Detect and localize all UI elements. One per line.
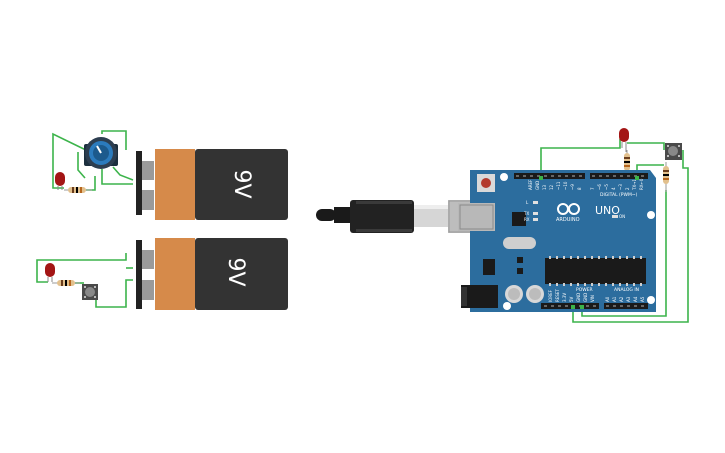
crystal — [503, 237, 536, 249]
digital-header-right — [590, 173, 648, 179]
wire[interactable] — [627, 142, 665, 150]
arduino-logo: ARDUINO — [556, 203, 580, 223]
brand-label: ARDUINO — [556, 217, 580, 223]
arduino-uno-board[interactable]: L TX RX ON AREF GND 13 12 ~11 ~10 ~9 8 7… — [458, 170, 656, 312]
power-jack — [461, 285, 498, 308]
microcontroller-chip — [545, 258, 646, 284]
svg-text:RX←0: RX←0 — [639, 178, 644, 190]
battery-label: 9V — [229, 169, 254, 198]
analog-header-label: ANALOG IN — [614, 287, 639, 293]
power-pin-labels: IOREF RESET 3.3V 5V GND GND VIN — [548, 289, 595, 302]
svg-text:A5: A5 — [640, 296, 645, 302]
svg-text:TX→1: TX→1 — [632, 178, 637, 191]
svg-text:RESET: RESET — [555, 289, 560, 302]
bottom-circuit — [36, 253, 133, 308]
digital-header-label: DIGITAL (PWM~) — [600, 192, 638, 198]
svg-text:~11: ~11 — [556, 181, 561, 190]
resistor[interactable] — [52, 280, 80, 286]
wire[interactable] — [77, 152, 86, 179]
svg-text:GND: GND — [583, 293, 588, 302]
svg-text:A4: A4 — [633, 296, 638, 302]
analog-header — [604, 303, 648, 309]
top-circuit — [52, 130, 134, 193]
push-button[interactable] — [665, 143, 682, 160]
svg-text:A0: A0 — [605, 296, 610, 302]
push-button[interactable] — [82, 284, 98, 300]
wire[interactable] — [86, 176, 96, 191]
svg-text:A2: A2 — [619, 296, 624, 302]
led[interactable] — [55, 172, 65, 190]
battery-label: 9V — [223, 257, 248, 286]
svg-text:13: 13 — [542, 184, 547, 190]
svg-text:~3: ~3 — [618, 184, 623, 190]
led-l-label: L — [526, 200, 529, 205]
battery-9v[interactable]: 9V — [136, 238, 288, 310]
wire[interactable] — [101, 130, 127, 150]
svg-text:12: 12 — [549, 184, 554, 190]
wire[interactable] — [572, 150, 689, 323]
gnd-label: GND — [535, 181, 540, 190]
svg-text:~6: ~6 — [597, 184, 602, 190]
resistor[interactable] — [663, 162, 669, 192]
svg-text:5V: 5V — [569, 296, 574, 302]
power-header — [541, 303, 599, 309]
svg-text:A3: A3 — [626, 296, 631, 302]
wire[interactable] — [581, 190, 667, 317]
svg-text:IOREF: IOREF — [548, 289, 553, 302]
svg-text:~10: ~10 — [563, 181, 568, 190]
resistor[interactable] — [624, 150, 630, 178]
svg-text:A1: A1 — [612, 296, 617, 302]
svg-text:4: 4 — [611, 187, 616, 190]
led[interactable] — [619, 128, 629, 152]
wire[interactable] — [36, 253, 127, 283]
svg-text:VIN: VIN — [590, 295, 595, 302]
wire[interactable] — [101, 169, 133, 185]
wire[interactable] — [95, 279, 133, 308]
svg-text:~5: ~5 — [604, 184, 609, 190]
tx-label: TX — [523, 211, 529, 216]
digital-pin-labels: 13 12 ~11 ~10 ~9 8 7 ~6 ~5 4 ~3 2 TX→1 R… — [542, 178, 644, 191]
svg-text:7: 7 — [590, 187, 595, 190]
reset-button[interactable] — [477, 174, 495, 192]
battery-9v[interactable]: 9V — [136, 149, 288, 220]
led[interactable] — [45, 263, 55, 282]
svg-text:3.3V: 3.3V — [562, 293, 567, 302]
power-header-label: POWER — [576, 287, 593, 293]
on-label: ON — [619, 214, 625, 219]
aref-label: AREF — [528, 179, 533, 190]
digital-header-left — [514, 173, 585, 179]
svg-text:2: 2 — [625, 187, 630, 190]
wire[interactable] — [112, 166, 134, 181]
potentiometer[interactable] — [84, 137, 118, 169]
usb-port — [458, 203, 495, 231]
resistor[interactable] — [64, 187, 92, 193]
analog-pin-labels: A0 A1 A2 A3 A4 A5 — [605, 296, 645, 302]
svg-text:GND: GND — [576, 293, 581, 302]
rx-label: RX — [524, 217, 530, 222]
svg-text:~9: ~9 — [570, 184, 575, 190]
model-label: UNO — [595, 204, 620, 217]
svg-text:8: 8 — [577, 187, 582, 190]
wire[interactable] — [540, 139, 621, 178]
